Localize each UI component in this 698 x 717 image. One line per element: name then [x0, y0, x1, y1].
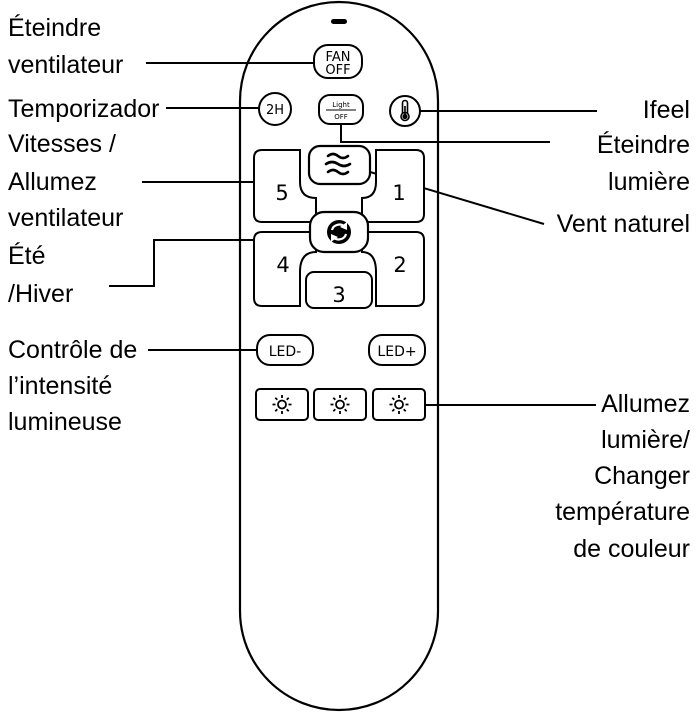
label-speeds-line2: Allumez	[8, 168, 97, 196]
label-light-off-line2: lumière	[608, 168, 690, 196]
led-minus-button[interactable]: LED-	[256, 334, 314, 366]
label-timer: Temporizador	[8, 95, 159, 123]
label-speeds-line1: Vitesses /	[8, 130, 116, 158]
fan-off-button-line2: OFF	[325, 63, 350, 78]
label-fan-off-line2: ventilateur	[8, 51, 123, 79]
light-button-2[interactable]	[313, 388, 367, 421]
sun-icon	[272, 395, 292, 414]
label-dimmer-line1: Contrôle de	[8, 336, 137, 364]
label-summer-winter-line2: /Hiver	[8, 280, 73, 308]
speed-5-label: 5	[275, 181, 288, 205]
led-indicator	[331, 19, 347, 24]
label-dimmer-line3: lumineuse	[8, 408, 122, 436]
speed-1-button[interactable]: 1	[361, 149, 425, 223]
ifeel-button[interactable]	[389, 95, 421, 127]
label-light-on-line3: Changer	[594, 462, 690, 490]
summer-winter-button[interactable]	[308, 210, 370, 254]
timer-button[interactable]: 2H	[258, 92, 292, 126]
label-light-on-line5: de couleur	[573, 535, 690, 563]
light-off-button-line2: OFF	[334, 113, 348, 121]
speed-5-button[interactable]: 5	[253, 149, 317, 223]
label-light-off-line1: Éteindre	[597, 130, 690, 159]
label-light-on-line2: lumière/	[601, 426, 690, 454]
speed-3-button[interactable]: 3	[305, 271, 373, 309]
fan-off-button-line1: FAN	[326, 50, 351, 65]
speed-4-label: 4	[276, 253, 289, 277]
led-minus-label: LED-	[269, 344, 301, 360]
light-off-button-line1: Light	[332, 101, 350, 109]
label-summer-winter-line1: Été	[8, 241, 46, 270]
speed-4-button[interactable]: 4	[253, 231, 317, 307]
label-light-on-line1: Allumez	[601, 390, 690, 418]
led-plus-label: LED+	[377, 344, 416, 360]
led-plus-button[interactable]: LED+	[368, 334, 426, 366]
speed-1-label: 1	[392, 181, 405, 205]
leader-summer-winter	[109, 239, 310, 287]
label-fan-off-line1: Éteindre	[8, 13, 101, 42]
label-natural-wind: Vent naturel	[557, 210, 690, 238]
label-ifeel: Ifeel	[643, 96, 690, 124]
light-off-button[interactable]: Light OFF	[318, 94, 364, 125]
thermometer-icon	[400, 99, 410, 122]
speed-pad: 5 1 4 2 3	[253, 149, 425, 309]
label-dimmer-line2: l’intensité	[8, 372, 112, 400]
sun-icon	[330, 395, 350, 414]
speed-2-label: 2	[393, 253, 406, 277]
fan-off-button[interactable]: FAN OFF	[313, 44, 363, 79]
light-button-3[interactable]	[372, 388, 426, 421]
natural-wind-button[interactable]	[307, 144, 372, 186]
wind-waves-icon	[324, 152, 352, 176]
leader-lines	[109, 62, 597, 406]
leader-light-off	[340, 122, 550, 143]
rotate-arrows-icon	[327, 220, 351, 244]
speed-3-label: 3	[332, 283, 345, 307]
sun-icon	[389, 395, 409, 414]
light-button-1[interactable]	[255, 388, 309, 421]
label-light-on-line4: température	[555, 498, 690, 526]
timer-button-label: 2H	[266, 103, 284, 118]
speed-2-button[interactable]: 2	[361, 231, 425, 307]
label-speeds-line3: ventilateur	[8, 204, 123, 232]
